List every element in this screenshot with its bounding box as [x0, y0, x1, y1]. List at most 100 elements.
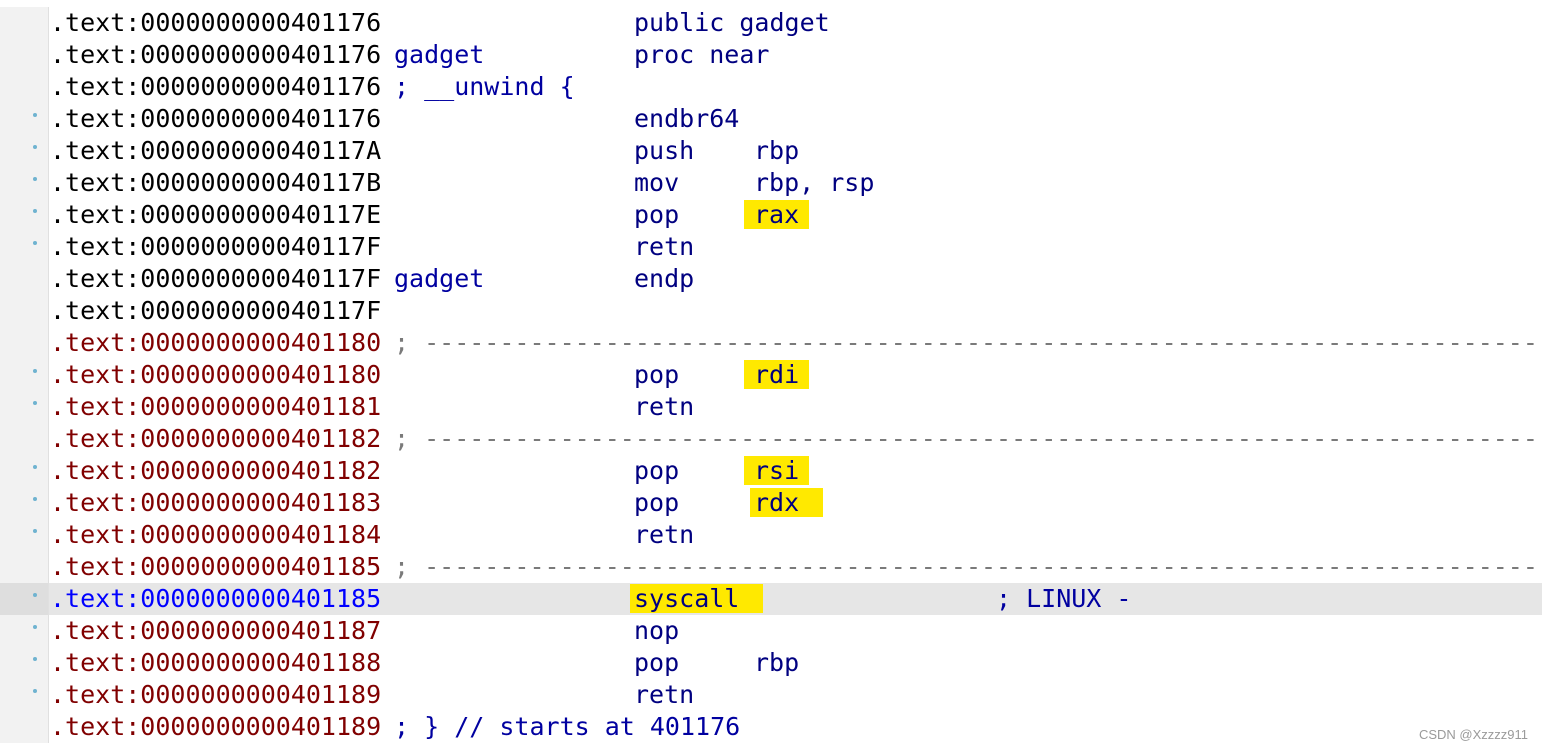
- mnemonic[interactable]: pop: [634, 487, 679, 519]
- line-gutter[interactable]: [0, 135, 49, 167]
- address[interactable]: .text:0000000000401189: [50, 680, 382, 709]
- mnemonic[interactable]: pop: [634, 455, 679, 487]
- line-gutter[interactable]: [0, 327, 49, 359]
- listing-line[interactable]: .text:0000000000401176 endbr64: [0, 103, 1542, 135]
- address[interactable]: .text:000000000040117F: [50, 232, 382, 261]
- address[interactable]: .text:0000000000401183: [50, 488, 382, 517]
- listing-line[interactable]: .text:000000000040117F: [0, 295, 1542, 327]
- line-gutter[interactable]: [0, 295, 49, 327]
- listing-line[interactable]: .text:0000000000401176 public gadget: [0, 7, 1542, 39]
- line-gutter[interactable]: [0, 711, 49, 743]
- line-gutter[interactable]: [0, 423, 49, 455]
- address[interactable]: .text:000000000040117B: [50, 168, 382, 197]
- address[interactable]: .text:0000000000401187: [50, 616, 382, 645]
- mnemonic[interactable]: proc near: [634, 39, 769, 71]
- listing-line[interactable]: .text:0000000000401187 nop: [0, 615, 1542, 647]
- listing-line[interactable]: .text:0000000000401183 pop rdx: [0, 487, 1542, 519]
- line-gutter[interactable]: [0, 391, 49, 423]
- listing-line[interactable]: .text:000000000040117F retn: [0, 231, 1542, 263]
- mnemonic[interactable]: pop: [634, 359, 679, 391]
- operand[interactable]: rbp: [754, 135, 799, 167]
- label[interactable]: gadget: [394, 39, 484, 71]
- label[interactable]: ; } // starts at 401176: [394, 711, 740, 743]
- listing-line[interactable]: .text:0000000000401189 retn: [0, 679, 1542, 711]
- address[interactable]: .text:000000000040117E: [50, 200, 382, 229]
- listing-line[interactable]: .text:000000000040117B mov rbp, rsp: [0, 167, 1542, 199]
- listing-line[interactable]: .text:0000000000401180 ; ----------------…: [0, 327, 1542, 359]
- listing-line[interactable]: .text:000000000040117E pop rax: [0, 199, 1542, 231]
- line-gutter[interactable]: [0, 231, 49, 263]
- address[interactable]: .text:000000000040117F: [50, 296, 382, 325]
- line-gutter[interactable]: [0, 487, 49, 519]
- operand[interactable]: rdx: [750, 487, 824, 519]
- mnemonic[interactable]: endp: [634, 263, 694, 295]
- address[interactable]: .text:0000000000401176: [50, 72, 382, 101]
- address[interactable]: .text:0000000000401184: [50, 520, 382, 549]
- address[interactable]: .text:0000000000401185: [50, 584, 382, 613]
- address[interactable]: .text:0000000000401176: [50, 40, 382, 69]
- line-gutter[interactable]: [0, 71, 49, 103]
- mnemonic[interactable]: retn: [634, 391, 694, 423]
- mnemonic[interactable]: pop: [634, 647, 679, 679]
- line-gutter[interactable]: [0, 583, 49, 615]
- line-gutter[interactable]: [0, 103, 49, 135]
- line-gutter[interactable]: [0, 615, 49, 647]
- mnemonic[interactable]: push: [634, 135, 694, 167]
- mnemonic[interactable]: mov: [634, 167, 679, 199]
- listing-line-current[interactable]: .text:0000000000401185 syscall ; LINUX -: [0, 583, 1542, 615]
- separator-comment[interactable]: ; --------------------------------------…: [394, 551, 1542, 583]
- separator-comment[interactable]: ; --------------------------------------…: [394, 423, 1542, 455]
- mnemonic[interactable]: retn: [634, 519, 694, 551]
- address[interactable]: .text:0000000000401180: [50, 360, 382, 389]
- address[interactable]: .text:0000000000401188: [50, 648, 382, 677]
- address[interactable]: .text:0000000000401189: [50, 712, 382, 741]
- address[interactable]: .text:0000000000401182: [50, 456, 382, 485]
- line-gutter[interactable]: [0, 551, 49, 583]
- line-gutter[interactable]: [0, 455, 49, 487]
- listing-line[interactable]: .text:0000000000401176 gadget proc near: [0, 39, 1542, 71]
- listing-line[interactable]: .text:0000000000401182 pop rsi: [0, 455, 1542, 487]
- address[interactable]: .text:0000000000401180: [50, 328, 382, 357]
- line-gutter[interactable]: [0, 7, 49, 39]
- line-gutter[interactable]: [0, 167, 49, 199]
- address[interactable]: .text:000000000040117F: [50, 264, 382, 293]
- mnemonic[interactable]: endbr64: [634, 103, 739, 135]
- listing-line[interactable]: .text:0000000000401176 ; __unwind {: [0, 71, 1542, 103]
- comment[interactable]: ; LINUX -: [996, 583, 1131, 615]
- label[interactable]: gadget: [394, 263, 484, 295]
- mnemonic[interactable]: public gadget: [634, 7, 830, 39]
- line-gutter[interactable]: [0, 647, 49, 679]
- mnemonic[interactable]: retn: [634, 231, 694, 263]
- operand[interactable]: rbp, rsp: [754, 167, 874, 199]
- line-gutter[interactable]: [0, 519, 49, 551]
- line-gutter[interactable]: [0, 359, 49, 391]
- operand[interactable]: rax: [744, 199, 810, 231]
- listing-line[interactable]: .text:000000000040117A push rbp: [0, 135, 1542, 167]
- address[interactable]: .text:0000000000401176: [50, 104, 382, 133]
- listing-line[interactable]: .text:0000000000401188 pop rbp: [0, 647, 1542, 679]
- mnemonic[interactable]: syscall: [630, 583, 764, 615]
- listing-line[interactable]: .text:0000000000401182 ; ----------------…: [0, 423, 1542, 455]
- listing-line[interactable]: .text:0000000000401189 ; } // starts at 4…: [0, 711, 1542, 743]
- line-gutter[interactable]: [0, 263, 49, 295]
- line-gutter[interactable]: [0, 39, 49, 71]
- mnemonic[interactable]: pop: [634, 199, 679, 231]
- address[interactable]: .text:0000000000401182: [50, 424, 382, 453]
- operand[interactable]: rdi: [744, 359, 810, 391]
- address[interactable]: .text:0000000000401185: [50, 552, 382, 581]
- operand[interactable]: rbp: [754, 647, 799, 679]
- listing-line[interactable]: .text:0000000000401185 ; ----------------…: [0, 551, 1542, 583]
- address[interactable]: .text:0000000000401176: [50, 8, 382, 37]
- address[interactable]: .text:000000000040117A: [50, 136, 382, 165]
- address[interactable]: .text:0000000000401181: [50, 392, 382, 421]
- line-gutter[interactable]: [0, 679, 49, 711]
- mnemonic[interactable]: retn: [634, 679, 694, 711]
- operand[interactable]: rsi: [744, 455, 810, 487]
- separator-comment[interactable]: ; --------------------------------------…: [394, 327, 1542, 359]
- listing-line[interactable]: .text:0000000000401184 retn: [0, 519, 1542, 551]
- mnemonic[interactable]: nop: [634, 615, 679, 647]
- listing-line[interactable]: .text:0000000000401180 pop rdi: [0, 359, 1542, 391]
- listing-line[interactable]: .text:0000000000401181 retn: [0, 391, 1542, 423]
- label[interactable]: ; __unwind {: [394, 71, 575, 103]
